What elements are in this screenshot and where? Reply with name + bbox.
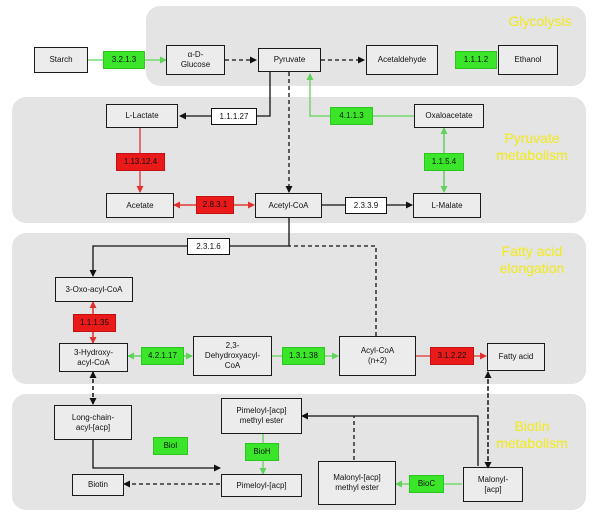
enzyme-2-3-1-6: 2.3.1.6 [187,238,230,255]
pyruvate-metabolism-title: Pyruvate metabolism [496,130,568,163]
enzyme-1-1-1-35: 1.1.1.35 [73,314,116,332]
node-dehydroxyacyl-coa: 2,3- Dehydroxyacyl- CoA [193,336,272,376]
enzyme-2-8-3-1: 2.8.3.1 [196,196,234,214]
biotin-metabolism-title: Biotin metabolism [496,418,568,451]
enzyme-3-2-1-3: 3.2.1.3 [103,51,145,69]
node-starch: Starch [34,47,88,73]
enzyme-bioi: BioI [153,437,188,455]
enzyme-1-1-1-2: 1.1.1.2 [455,51,497,69]
node-biotin: Biotin [72,474,124,496]
enzyme-2-3-3-9: 2.3.3.9 [345,197,387,214]
node-ethanol: Ethanol [498,45,558,75]
node-l-malate: L-Malate [413,193,481,218]
glycolysis-title: Glycolysis [508,13,572,29]
node-fatty-acid: Fatty acid [487,343,545,371]
node-oxaloacetate: Oxaloacetate [414,104,484,128]
enzyme-1-1-1-27: 1.1.1.27 [211,108,257,125]
enzyme-1-1-5-4: 1.1.5.4 [424,153,464,171]
node-3-hydroxy-acyl-coa: 3-Hydroxy- acyl-CoA [59,343,128,372]
node-long-chain-acyl-acp: Long-chain- acyl-[acp] [54,405,132,440]
edge-malonyl-pimeloylme [301,412,479,466]
edge-longchain-pimeloyl [92,440,221,472]
enzyme-4-2-1-17: 4.2.1.17 [141,347,184,365]
edge-oxaloacetate-pyruvate [306,73,414,117]
node-pimeloyl-acp: Pimeloyl-[acp] [221,474,302,497]
node-pyruvate: Pyruvate [258,48,321,72]
fatty-acid-elongation-title: Fatty acid elongation [499,243,565,276]
enzyme-3-1-2-22: 3.1.2.22 [430,347,474,365]
edge-acylcoa-loop [289,245,377,336]
node-pimeloyl-acp-methyl-ester: Pimeloyl-[acp] methyl ester [221,398,302,434]
node-malonyl-acp: Malonyl- [acp] [463,467,523,502]
node-acetyl-coa: Acetyl-CoA [255,193,322,218]
node-malonyl-acp-methyl-ester: Malonyl-[acp] methyl ester [318,461,396,505]
edge-pyruvate-lactate [179,72,271,120]
node-acetate: Acetate [106,193,174,218]
enzyme-4-1-1-3: 4.1.1.3 [330,107,373,125]
enzyme-bioh: BioH [245,443,279,461]
enzyme-bioc: BioC [409,475,444,493]
node-acetaldehyde: Acetaldehyde [366,45,438,75]
node-alpha-d-glucose: α-D- Glucose [166,45,225,75]
node-l-lactate: L-Lactate [106,104,178,128]
node-acyl-coa: Acyl-CoA (n+2) [339,336,416,376]
enzyme-1-13-12-4: 1.13.12.4 [116,153,165,171]
enzyme-1-3-1-38: 1.3.1.38 [282,347,325,365]
node-3-oxo-acyl-coa: 3-Oxo-acyl-CoA [55,277,133,302]
